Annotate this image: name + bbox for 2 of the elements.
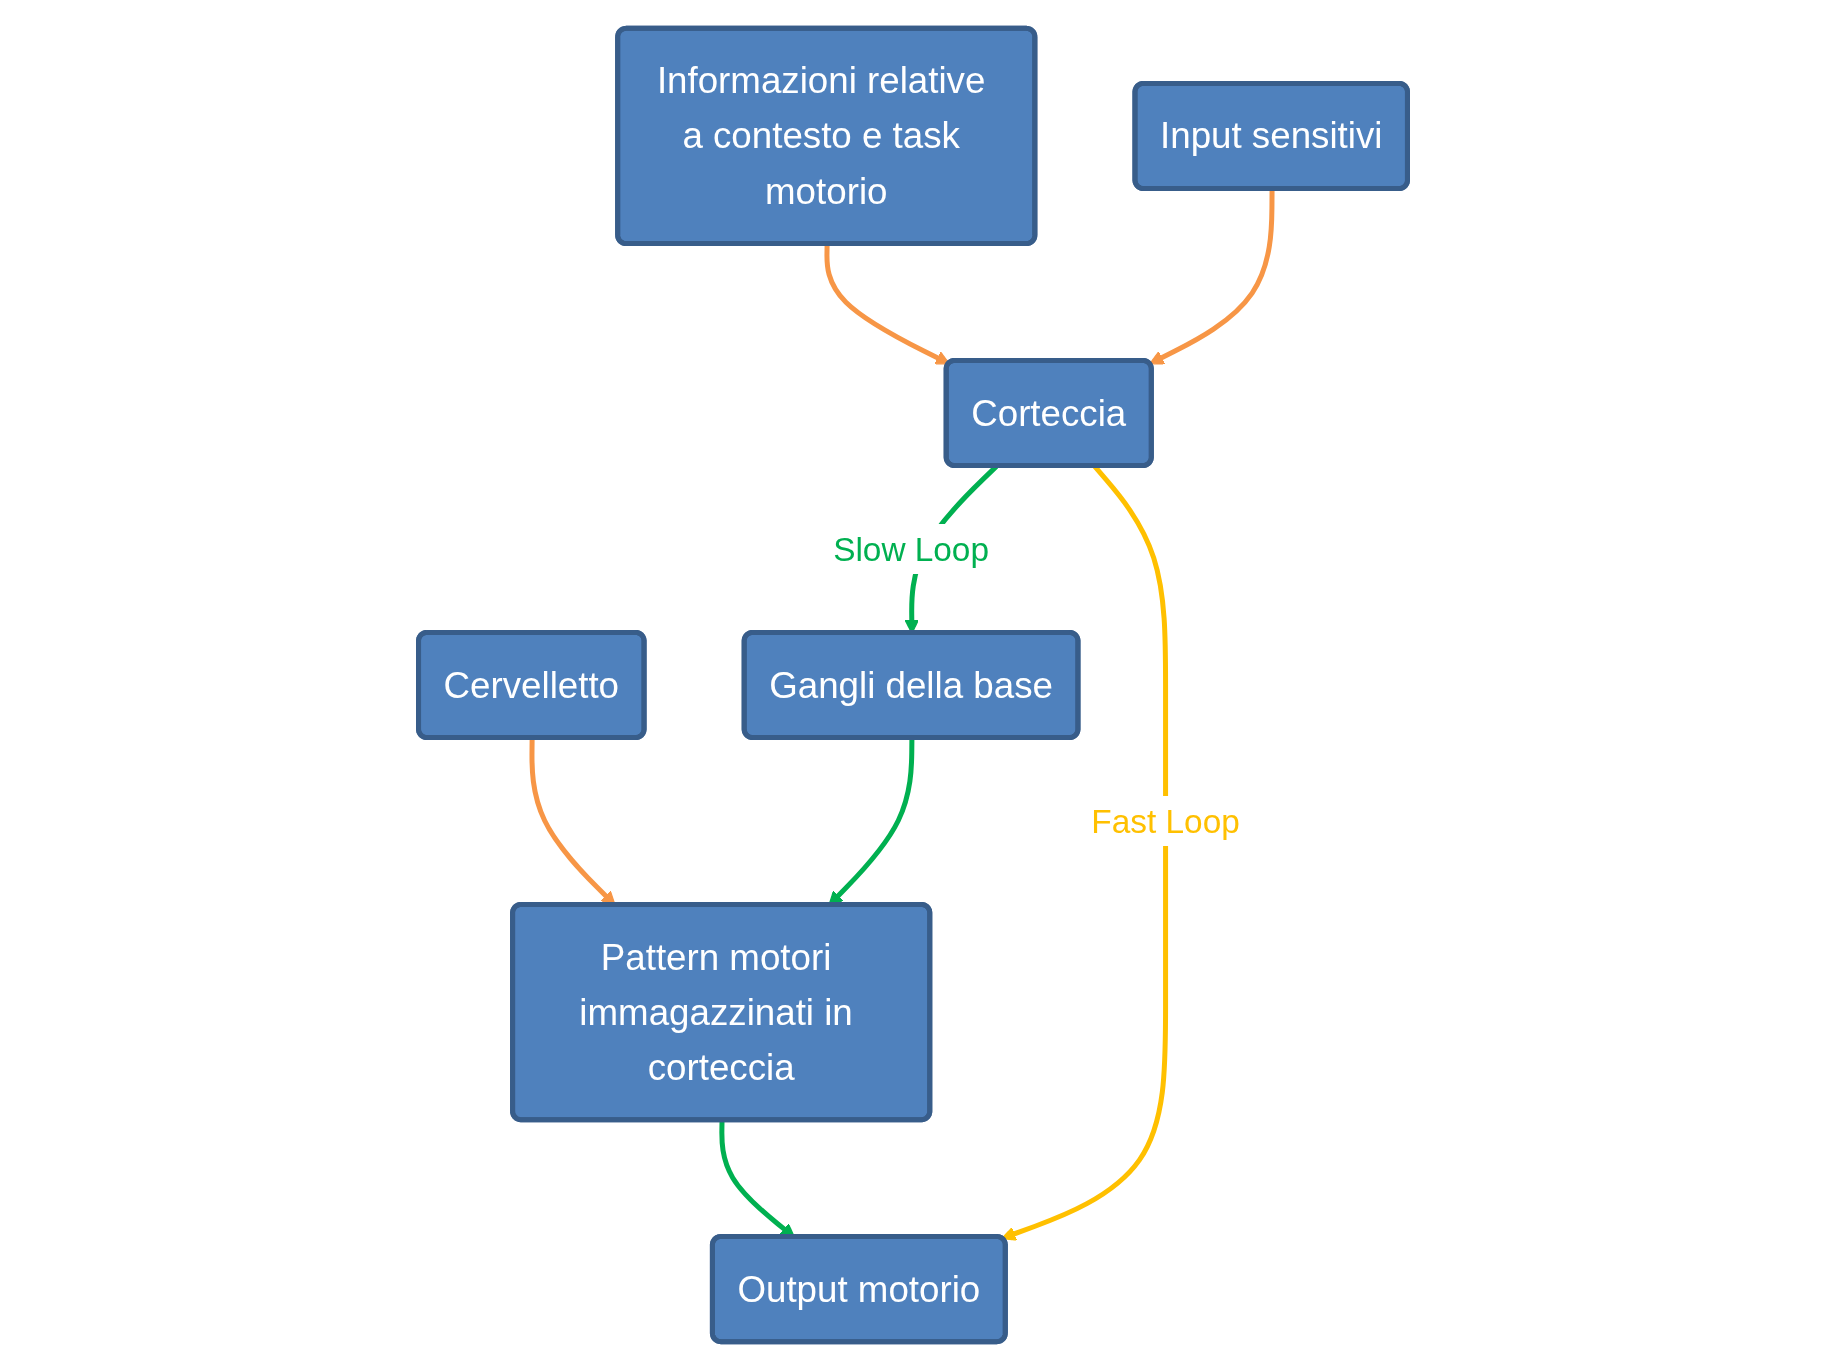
edge-label: Slow Loop (832, 530, 989, 567)
edge-label: Fast Loop (1090, 802, 1240, 839)
